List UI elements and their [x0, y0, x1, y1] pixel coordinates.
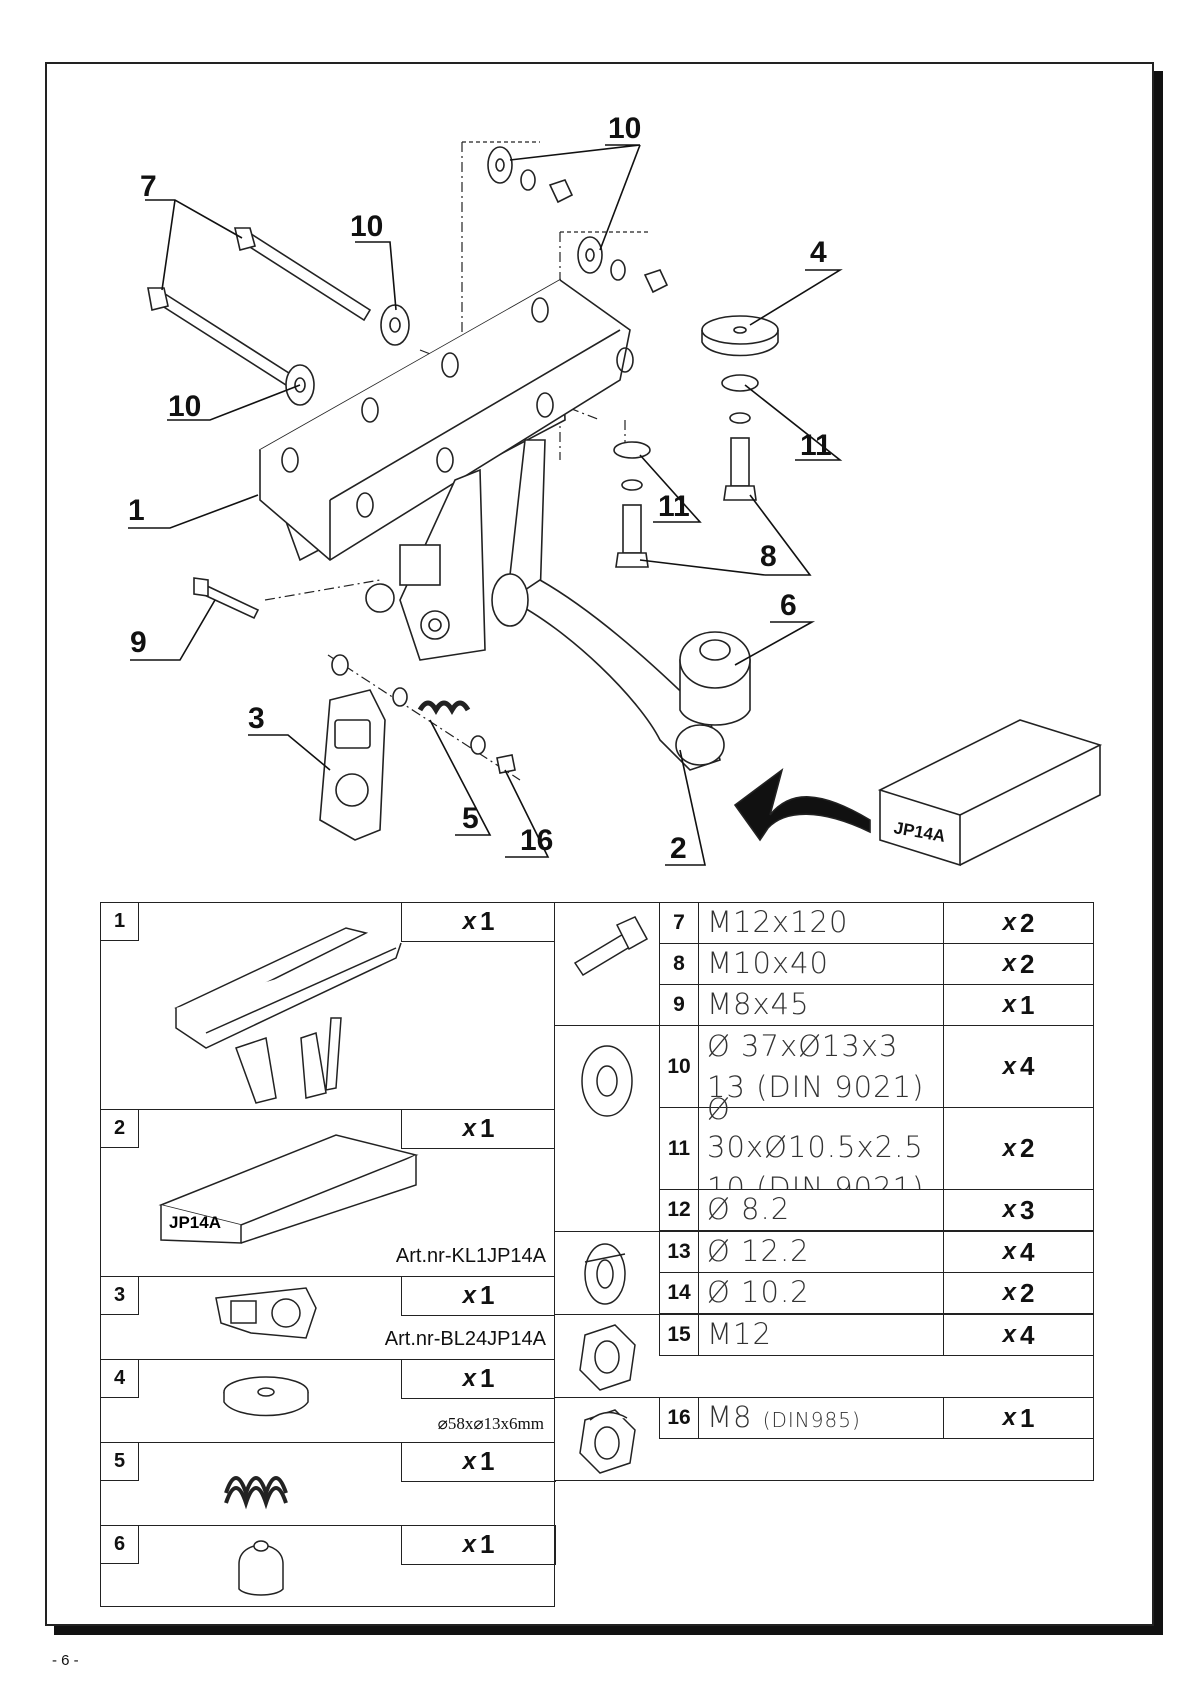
spec-row-number: 16 [659, 1397, 699, 1439]
callout-8: 8 [760, 540, 777, 573]
spec-row-number: 14 [659, 1272, 699, 1314]
bracket-icon [174, 927, 402, 1104]
arrow-icon [733, 767, 871, 842]
pad-dimensions: ⌀58x⌀13x6mm [437, 1414, 544, 1433]
callout-2: 2 [670, 832, 687, 865]
bolt-icon [573, 916, 649, 977]
callout-4: 4 [810, 236, 827, 269]
jp14a-box-drawing [877, 719, 1103, 867]
rubber-pad-icon [223, 1376, 309, 1417]
kit-box-icon: JP14A [158, 1134, 419, 1244]
washer-group [554, 1025, 660, 1232]
spec-text: M8x45 [698, 984, 944, 1026]
page-number: - 6 - [52, 1652, 79, 1669]
callout-16: 16 [520, 824, 553, 857]
spring-washer-icon [584, 1243, 626, 1305]
spec-row-number: 10 [659, 1025, 699, 1108]
spec-row-number: 9 [659, 984, 699, 1026]
socket-plate-icon [215, 1287, 317, 1339]
washer-icon [581, 1045, 633, 1117]
callout-5: 5 [462, 802, 479, 835]
tow-bar [491, 573, 725, 771]
spec-text: M12x120 [698, 902, 944, 944]
crossbar-bracket [259, 278, 634, 562]
callout-10-b: 10 [608, 112, 641, 145]
spec-text: Ø 37xØ13x3 13 (DIN 9021) [698, 1025, 944, 1108]
callout-6: 6 [780, 589, 797, 622]
callout-9: 9 [130, 626, 147, 659]
spring-washer-group [554, 1231, 660, 1315]
spec-row-number: 15 [659, 1314, 699, 1356]
spec-text: Ø 30xØ10.5x2.5 10 (DIN 9021) [698, 1092, 944, 1205]
spring-icon [224, 1476, 288, 1510]
art-number: Art.nr-KL1JP14A [395, 1245, 546, 1267]
callout-11-a: 11 [800, 429, 832, 462]
rubber-pad [701, 315, 779, 357]
ball-cap [679, 631, 751, 726]
exploded-diagram: JP14A 7 10 10 10 4 11 11 8 1 6 9 3 5 16 … [128, 112, 1103, 867]
callout-11-b: 11 [658, 490, 690, 523]
spec-row-number: 13 [659, 1231, 699, 1273]
long-bolts [147, 227, 372, 387]
spec-text: Ø 8.2 [698, 1189, 944, 1231]
art-number: Art.nr-BL24JP14A [384, 1328, 546, 1350]
spec-text: Ø 12.2 [698, 1231, 944, 1273]
kit-box-label: JP14A [169, 1213, 221, 1232]
lock-nut-icon [579, 1409, 636, 1474]
spec-row-number: 7 [659, 902, 699, 944]
spec-text: M10x40 [698, 943, 944, 985]
spec-row-number: 8 [659, 943, 699, 985]
callout-1: 1 [128, 494, 145, 527]
spec-text: Ø 10.2 [698, 1272, 944, 1314]
spec-row-number: 12 [659, 1189, 699, 1231]
spec-row-number: 11 [659, 1107, 699, 1190]
callout-10-c: 10 [168, 390, 201, 423]
callout-3: 3 [248, 702, 265, 735]
callout-10-a: 10 [350, 210, 383, 243]
spec-text: M12 [698, 1314, 944, 1356]
bolt-group [554, 902, 660, 1026]
spec-text: M8 (DIN985) [698, 1397, 944, 1439]
socket-plate [319, 689, 386, 841]
ball-cap-icon [238, 1540, 284, 1596]
callout-7: 7 [140, 170, 157, 203]
nut-icon [579, 1324, 636, 1391]
